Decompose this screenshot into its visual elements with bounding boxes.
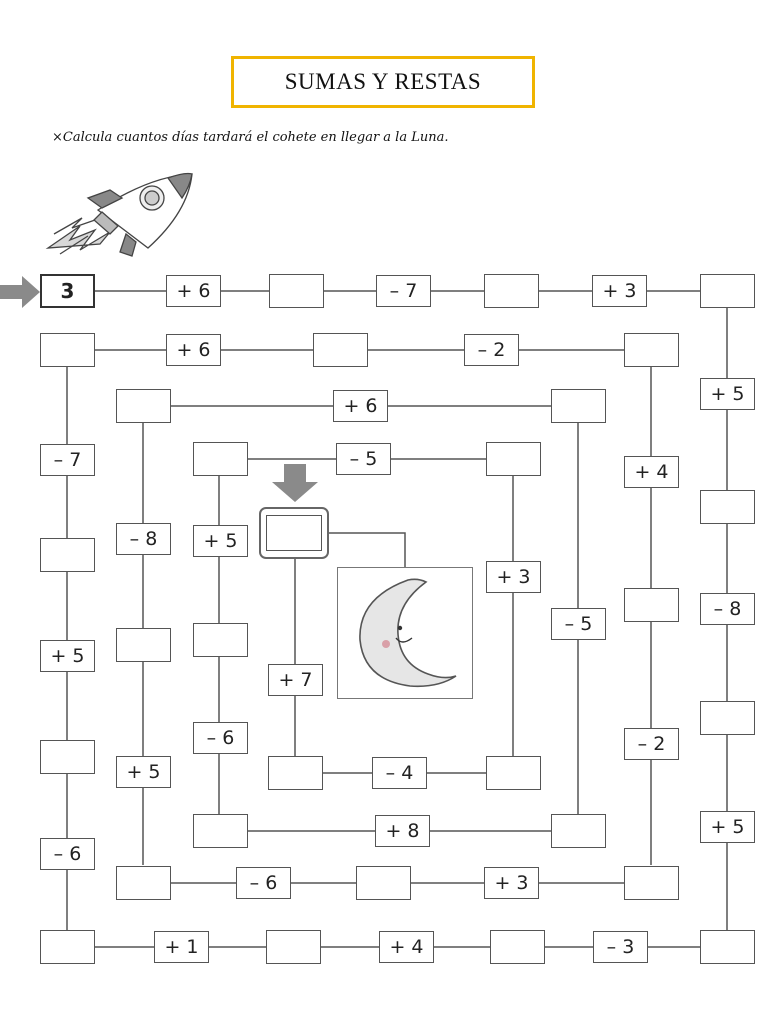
operation-box: + 8: [375, 815, 430, 847]
operation-box: + 7: [268, 664, 323, 696]
operation-box: + 3: [484, 867, 539, 899]
answer-box[interactable]: [700, 274, 755, 308]
answer-box[interactable]: [624, 866, 679, 900]
operation-box: – 6: [40, 838, 95, 870]
moon-picture: [337, 567, 473, 699]
operation-box: – 7: [376, 275, 431, 307]
operation-box: – 6: [236, 867, 291, 899]
answer-box[interactable]: [268, 756, 323, 790]
rocket-icon: [45, 172, 193, 257]
answer-box[interactable]: [486, 756, 541, 790]
start-value-cell: 3: [40, 274, 95, 308]
answer-box[interactable]: [193, 442, 248, 476]
operation-box: + 6: [166, 334, 221, 366]
answer-box[interactable]: [116, 866, 171, 900]
operation-box: – 2: [624, 728, 679, 760]
answer-box[interactable]: [356, 866, 411, 900]
answer-box[interactable]: [700, 701, 755, 735]
title-box: SUMAS Y RESTAS: [231, 56, 535, 108]
answer-box[interactable]: [40, 740, 95, 774]
answer-box[interactable]: [624, 333, 679, 367]
answer-box[interactable]: [700, 930, 755, 964]
answer-box[interactable]: [486, 442, 541, 476]
answer-box[interactable]: [551, 389, 606, 423]
answer-box[interactable]: [700, 490, 755, 524]
answer-box[interactable]: [40, 538, 95, 572]
answer-box[interactable]: [490, 930, 545, 964]
answer-box[interactable]: [313, 333, 368, 367]
right-arrow-icon: [0, 276, 40, 308]
page-title: SUMAS Y RESTAS: [284, 69, 482, 94]
instruction-text: ×Calcula cuantos días tardará el cohete …: [52, 130, 449, 145]
operation-box: + 5: [40, 640, 95, 672]
operation-box: – 6: [193, 722, 248, 754]
operation-box: + 4: [624, 456, 679, 488]
operation-box: – 8: [700, 593, 755, 625]
answer-box[interactable]: [40, 930, 95, 964]
operation-box: – 5: [336, 443, 391, 475]
answer-box[interactable]: [269, 274, 324, 308]
answer-box[interactable]: [193, 814, 248, 848]
answer-box[interactable]: [193, 623, 248, 657]
operation-box: + 6: [333, 390, 388, 422]
operation-box: + 1: [154, 931, 209, 963]
down-arrow-icon: [272, 464, 318, 502]
crescent-moon-icon: [359, 578, 457, 688]
operation-box: + 5: [700, 378, 755, 410]
operation-box: + 6: [166, 275, 221, 307]
operation-box: – 7: [40, 444, 95, 476]
operation-box: + 5: [116, 756, 171, 788]
operation-box: + 3: [486, 561, 541, 593]
operation-box: + 3: [592, 275, 647, 307]
operation-box: – 4: [372, 757, 427, 789]
answer-box[interactable]: [116, 628, 171, 662]
start-value: 3: [60, 279, 75, 303]
answer-box[interactable]: [266, 930, 321, 964]
operation-box: – 8: [116, 523, 171, 555]
operation-box: + 5: [700, 811, 755, 843]
operation-box: + 4: [379, 931, 434, 963]
answer-box[interactable]: [484, 274, 539, 308]
operation-box: + 5: [193, 525, 248, 557]
answer-box[interactable]: [116, 389, 171, 423]
answer-box[interactable]: [624, 588, 679, 622]
final-answer-cell[interactable]: [259, 507, 329, 559]
final-answer-box[interactable]: [266, 515, 322, 551]
answer-box[interactable]: [551, 814, 606, 848]
operation-box: – 5: [551, 608, 606, 640]
answer-box[interactable]: [40, 333, 95, 367]
operation-box: – 3: [593, 931, 648, 963]
operation-box: – 2: [464, 334, 519, 366]
